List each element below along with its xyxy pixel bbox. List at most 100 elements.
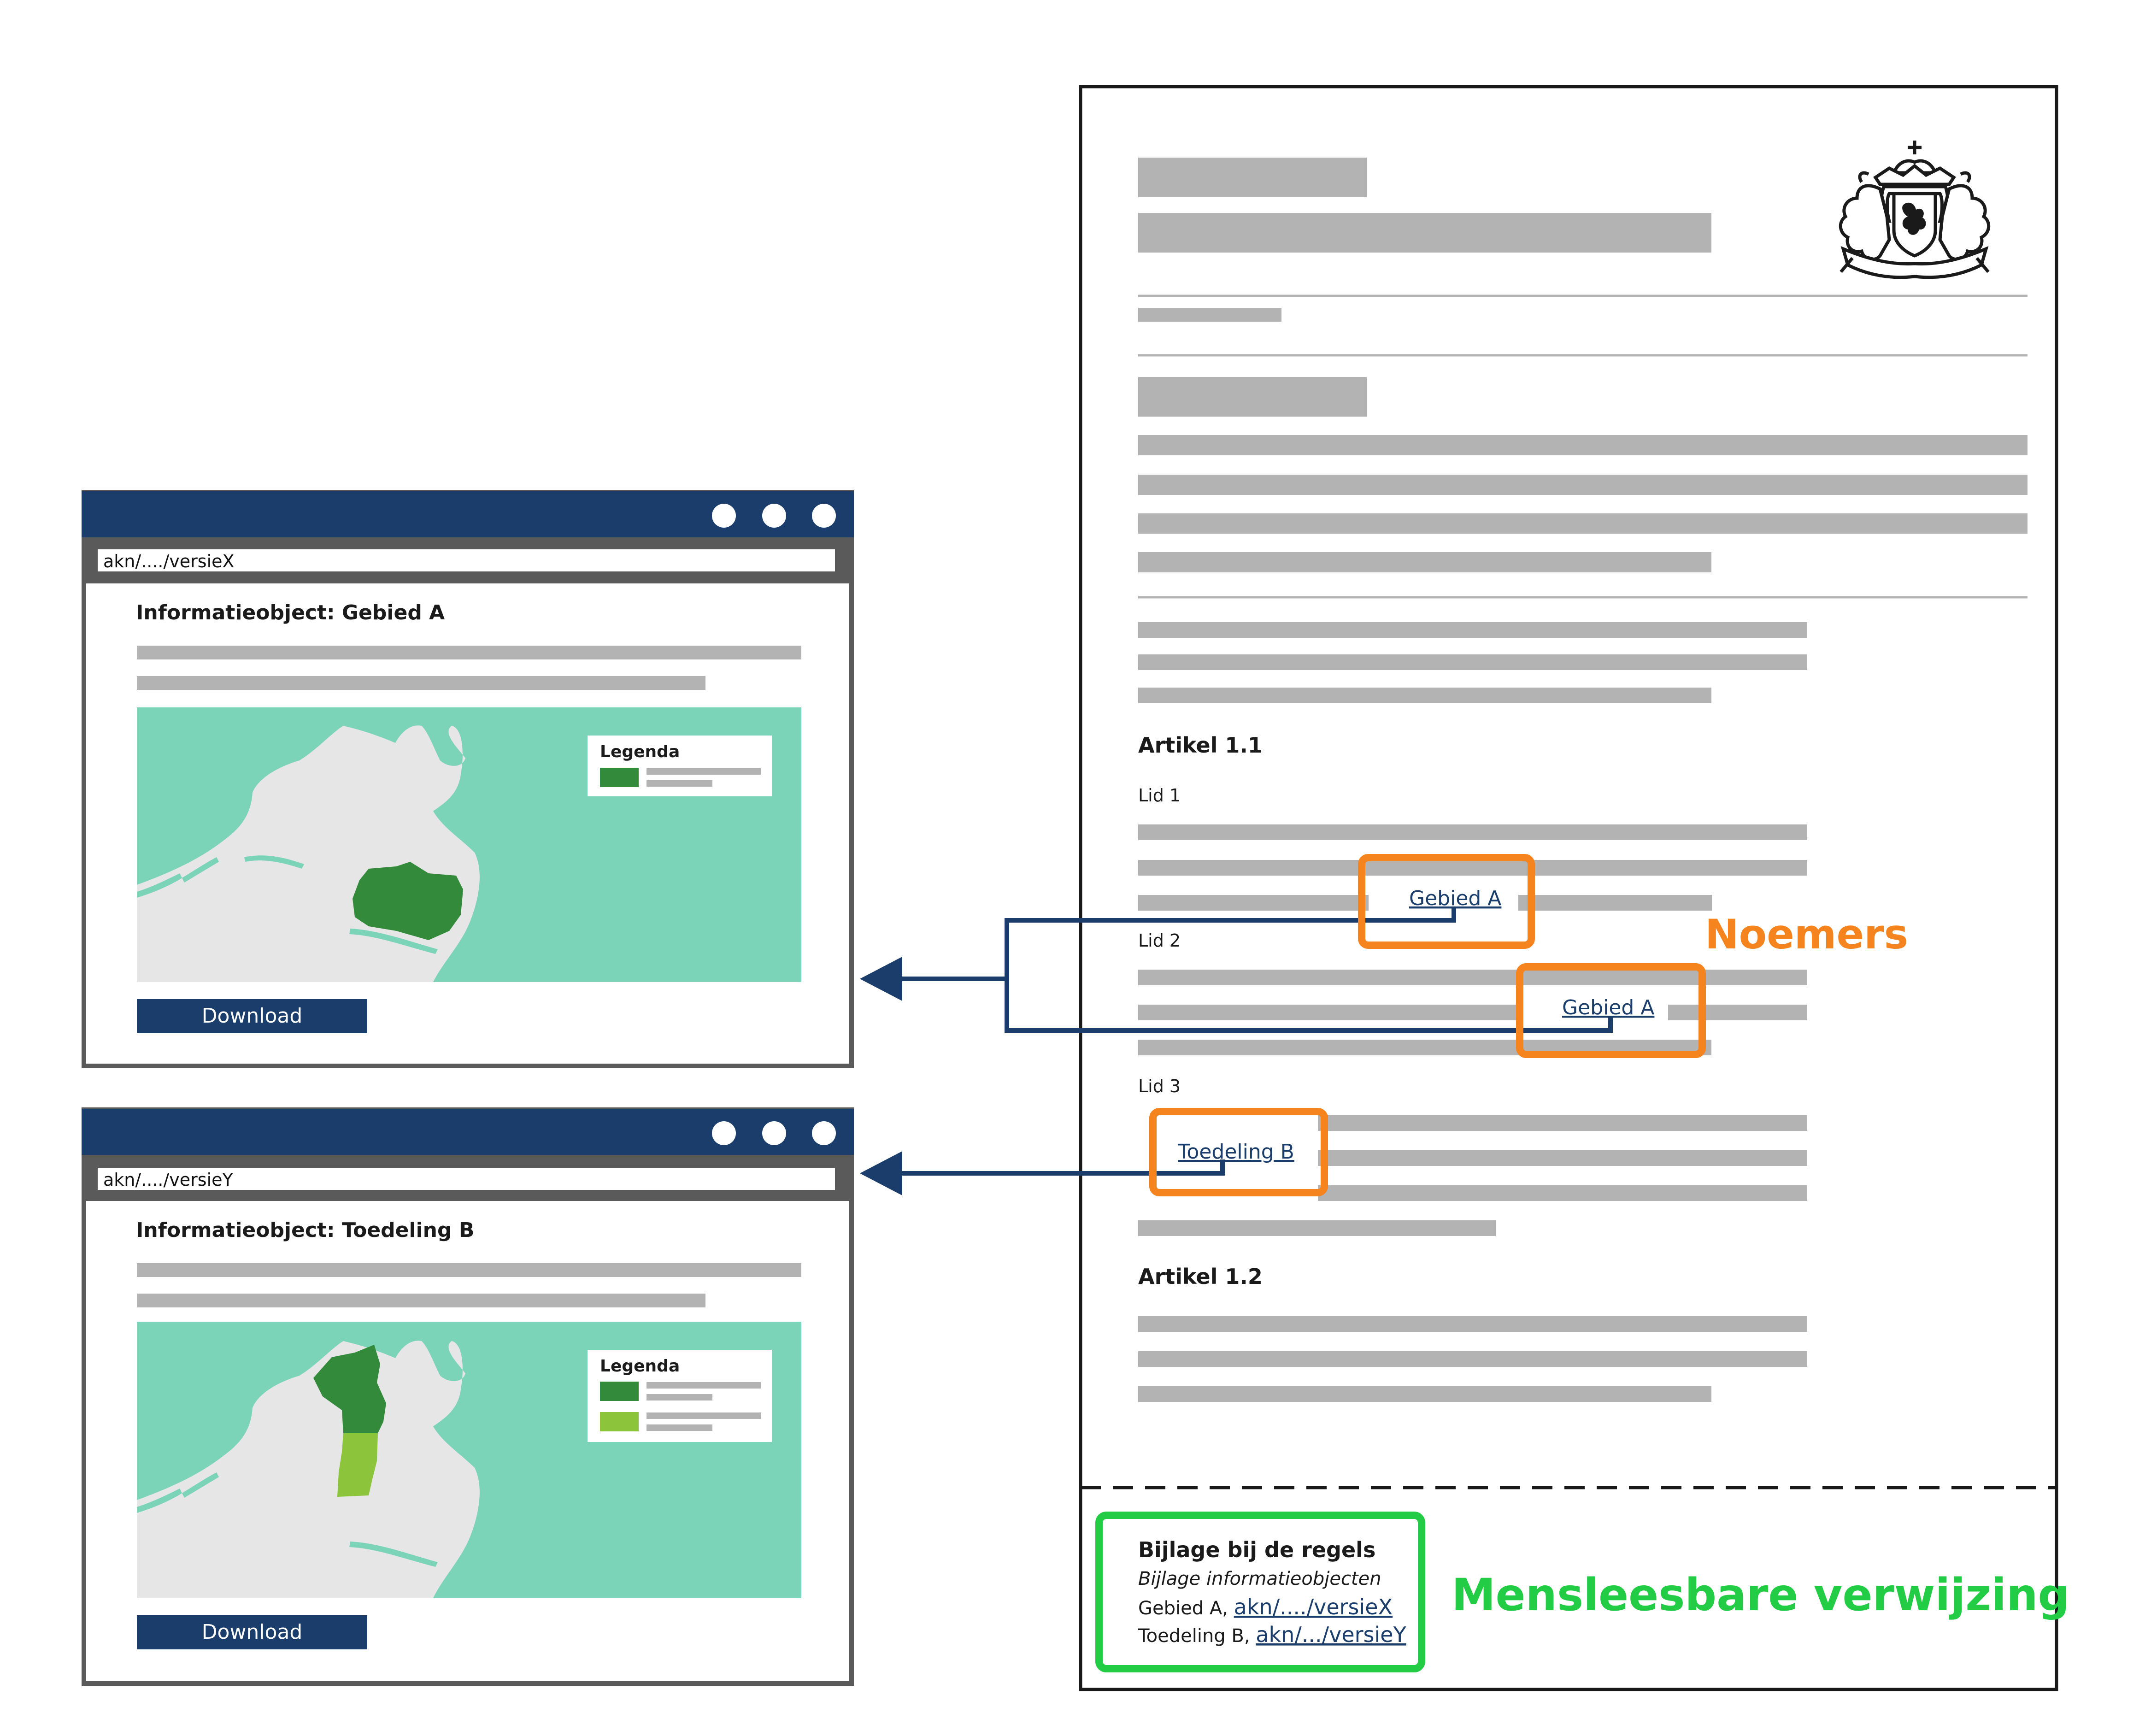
window-a-control-dot[interactable] — [712, 504, 736, 528]
download-button-a[interactable] — [137, 999, 367, 1033]
connector-toedeling-b — [899, 1159, 1225, 1176]
appendix-line-a: Gebied A, akn/..../versieX — [1138, 1595, 1393, 1619]
legend-a-swatch-dark — [600, 768, 639, 787]
text-placeholder-bar — [1138, 688, 1711, 703]
window-a-control-dot[interactable] — [812, 504, 836, 528]
text-placeholder-bar — [1138, 1005, 1516, 1020]
lid-2-label: Lid 2 — [1138, 930, 1181, 951]
section-heading-bar — [1138, 377, 1367, 417]
window-a-url: akn/..../versieX — [103, 551, 235, 571]
text-placeholder-bar — [137, 1263, 801, 1277]
text-placeholder-bar — [1138, 475, 2028, 495]
regulation-document: Artikel 1.1 Lid 1 Lid 2 Lid 3 Artikel 1.… — [1079, 85, 2058, 1691]
text-placeholder-bar — [1138, 860, 1807, 876]
window-b-title: Informatieobject: Toedeling B — [136, 1218, 474, 1242]
arrowhead-to-window-b — [860, 1151, 902, 1195]
map-land — [137, 1341, 480, 1598]
legend-b-swatch-light — [600, 1412, 639, 1431]
connector-gebied-a — [1005, 906, 1613, 1033]
window-b-url: akn/..../versieY — [103, 1170, 234, 1190]
text-placeholder-bar — [1138, 622, 1807, 638]
text-placeholder-bar — [137, 676, 705, 690]
download-button-b[interactable] — [137, 1615, 367, 1649]
noemer-highlight-3 — [1149, 1108, 1328, 1196]
window-a-titlebar — [82, 491, 854, 537]
window-a-control-dot[interactable] — [762, 504, 786, 528]
noemers-label: Noemers — [1705, 911, 1908, 958]
link-gebied-a-2[interactable]: Gebied A — [1562, 996, 1654, 1019]
legend-a-line — [646, 768, 761, 775]
link-gebied-a-1[interactable]: Gebied A — [1409, 887, 1501, 910]
header-bar — [1138, 213, 1711, 253]
text-placeholder-bar — [1138, 308, 1281, 322]
appendix-highlight — [1095, 1512, 1425, 1672]
download-button-b-label: Download — [202, 1620, 303, 1644]
legend-b-line — [646, 1424, 712, 1431]
text-placeholder-bar — [1318, 1185, 1807, 1201]
header-bar — [1138, 158, 1367, 197]
map-area-gebied-a — [353, 862, 463, 940]
connectors — [899, 906, 1613, 1176]
legend-b-line — [646, 1412, 761, 1419]
map-area-toedeling-light — [337, 1433, 378, 1497]
appendix-line-b: Toedeling B, akn/.../versieY — [1138, 1622, 1407, 1647]
noemer-highlight-2 — [1516, 963, 1706, 1058]
legend-a-line — [646, 780, 712, 787]
lid-1-label: Lid 1 — [1138, 785, 1181, 806]
text-placeholder-bar — [1138, 654, 1807, 670]
window-b-url-field[interactable] — [98, 1168, 835, 1190]
window-a-title: Informatieobject: Gebied A — [136, 601, 445, 624]
download-button-a-label: Download — [202, 1004, 303, 1028]
map-canal — [137, 873, 182, 898]
document-frame — [1079, 85, 2058, 1691]
legend-b-line — [646, 1382, 761, 1389]
text-placeholder-bar — [1518, 895, 1712, 911]
appendix-title: Bijlage bij de regels — [1138, 1537, 1375, 1562]
window-b-titlebar — [82, 1109, 854, 1155]
text-placeholder-bar — [1138, 1220, 1496, 1236]
text-placeholder-bar — [1138, 513, 2028, 534]
map-canal — [137, 1489, 182, 1513]
arrowhead-to-window-a — [860, 957, 902, 1001]
window-b-control-dot[interactable] — [762, 1121, 786, 1145]
coat-of-arms-icon — [1839, 141, 1991, 279]
appendix-subtitle: Bijlage informatieobjecten — [1138, 1568, 1381, 1589]
legend-b-line — [646, 1394, 712, 1401]
legend-b-swatch-dark — [600, 1382, 639, 1401]
map-canal — [349, 1542, 438, 1567]
map-canal — [349, 929, 438, 954]
window-a-url-field[interactable] — [98, 549, 835, 571]
map-toedeling-b — [137, 1322, 801, 1598]
text-placeholder-bar — [1318, 1150, 1807, 1166]
window-b-control-dot[interactable] — [712, 1121, 736, 1145]
map-canal — [182, 857, 219, 883]
browser-window-a: akn/..../versieX Informatieobject: Gebie… — [82, 490, 854, 1068]
noemer-highlight-1 — [1358, 854, 1535, 949]
text-placeholder-bar — [1138, 970, 1807, 985]
map-area-toedeling-dark — [313, 1345, 386, 1433]
text-placeholder-bar — [1138, 435, 2028, 455]
text-placeholder-bar — [1668, 1005, 1807, 1020]
map-canal — [244, 855, 304, 869]
appendix-link-a[interactable]: akn/..../versieX — [1234, 1595, 1393, 1619]
text-placeholder-bar — [137, 646, 801, 659]
text-placeholder-bar — [1138, 895, 1369, 911]
text-placeholder-bar — [1138, 1351, 1807, 1367]
appendix-line-b-prefix: Toedeling B, — [1138, 1625, 1250, 1647]
mensleesbare-label: Mensleesbare verwijzing — [1452, 1569, 2069, 1621]
text-placeholder-bar — [1138, 552, 1711, 572]
browser-window-b: akn/..../versieY Informatieobject: Toede… — [82, 1107, 854, 1686]
map-canal — [182, 1472, 219, 1498]
text-placeholder-bar — [137, 1294, 705, 1307]
text-placeholder-bar — [1138, 1386, 1711, 1402]
lid-3-label: Lid 3 — [1138, 1076, 1181, 1096]
appendix-line-a-prefix: Gebied A, — [1138, 1598, 1228, 1619]
text-placeholder-bar — [1138, 824, 1807, 840]
link-toedeling-b[interactable]: Toedeling B — [1177, 1140, 1294, 1164]
text-placeholder-bar — [1318, 1115, 1807, 1131]
text-placeholder-bar — [1138, 1316, 1807, 1332]
appendix-link-b[interactable]: akn/.../versieY — [1256, 1622, 1406, 1647]
legend-a-title: Legenda — [600, 742, 680, 761]
window-b-control-dot[interactable] — [812, 1121, 836, 1145]
